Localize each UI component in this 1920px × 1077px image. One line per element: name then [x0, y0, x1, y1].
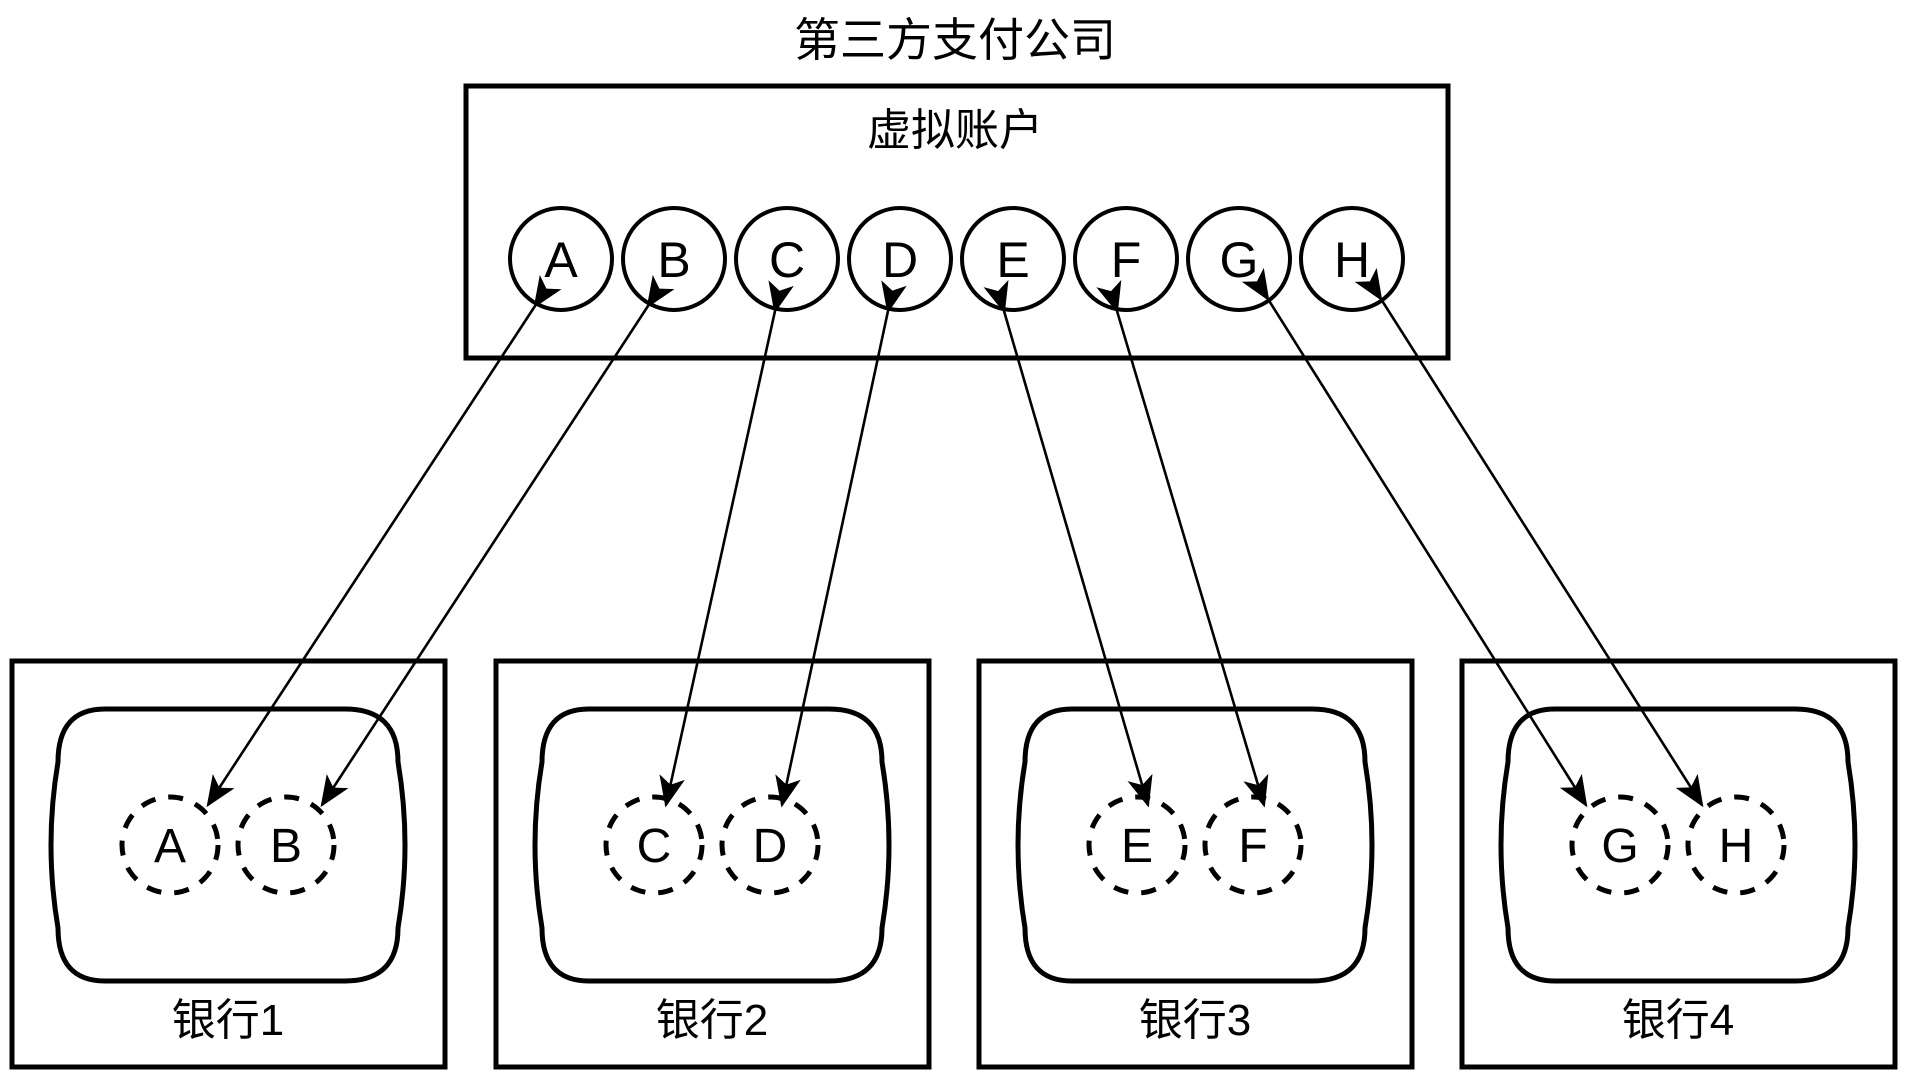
bank-account-letter: A — [154, 820, 186, 873]
virtual-account-letter: A — [544, 232, 578, 288]
connection-c — [659, 280, 794, 808]
bank-account-circle[interactable] — [1685, 794, 1787, 896]
virtual-account-group: A B C D E F — [508, 206, 1405, 312]
bank-name-label: 银行1 — [172, 996, 284, 1045]
virtual-account-letter: E — [996, 232, 1029, 288]
virtual-account-b[interactable]: B — [621, 206, 727, 312]
virtual-account-letter: B — [657, 232, 690, 288]
bank-account-letter: C — [637, 820, 672, 873]
virtual-account-d[interactable]: D — [847, 206, 953, 312]
bank-name-label: 银行4 — [1622, 996, 1734, 1045]
virtual-account-h[interactable]: H — [1299, 206, 1405, 312]
bank-name-label: 银行2 — [656, 996, 768, 1045]
bank-account-letter: F — [1238, 820, 1267, 873]
bank-2[interactable]: C D 银行2 — [493, 658, 932, 1070]
bank-account-letter: H — [1719, 820, 1754, 873]
bank-vault-shape — [48, 706, 408, 984]
virtual-account-letter: C — [769, 232, 805, 288]
bank-account-circle[interactable] — [119, 794, 221, 896]
virtual-account-e[interactable]: E — [960, 206, 1066, 312]
bank-account-letter: B — [270, 820, 302, 873]
page-title: 第三方支付公司 — [794, 14, 1116, 66]
virtual-account-c[interactable]: C — [734, 206, 840, 312]
connection-f — [1096, 279, 1269, 808]
provider-container — [463, 83, 1451, 361]
bank-1[interactable]: A B 银行1 — [9, 658, 448, 1070]
virtual-account-label: 虚拟账户 — [867, 106, 1043, 155]
bank-account-letter: D — [753, 820, 788, 873]
bank-vault-shape — [532, 706, 892, 984]
virtual-account-f[interactable]: F — [1073, 206, 1179, 312]
bank-vault-shape — [1015, 706, 1375, 984]
bank-account-letter: E — [1121, 820, 1153, 873]
virtual-account-letter: F — [1111, 232, 1142, 288]
bank-account-letter: G — [1601, 820, 1638, 873]
virtual-account-letter: G — [1220, 232, 1259, 288]
bank-vault-shape — [1498, 706, 1858, 984]
virtual-account-g[interactable]: G — [1186, 206, 1292, 312]
virtual-account-letter: H — [1334, 232, 1370, 288]
virtual-account-a[interactable]: A — [508, 206, 614, 312]
virtual-account-letter: D — [882, 232, 918, 288]
bank-3[interactable]: E F 银行3 — [976, 658, 1415, 1070]
connection-h — [1354, 267, 1704, 808]
bank-name-label: 银行3 — [1139, 996, 1251, 1045]
connection-d — [775, 280, 907, 808]
bank-4[interactable]: G H 银行4 — [1459, 658, 1898, 1070]
connection-b — [320, 274, 675, 808]
connection-e — [983, 279, 1153, 808]
connection-arrows — [206, 267, 1704, 808]
connection-g — [1241, 267, 1588, 808]
